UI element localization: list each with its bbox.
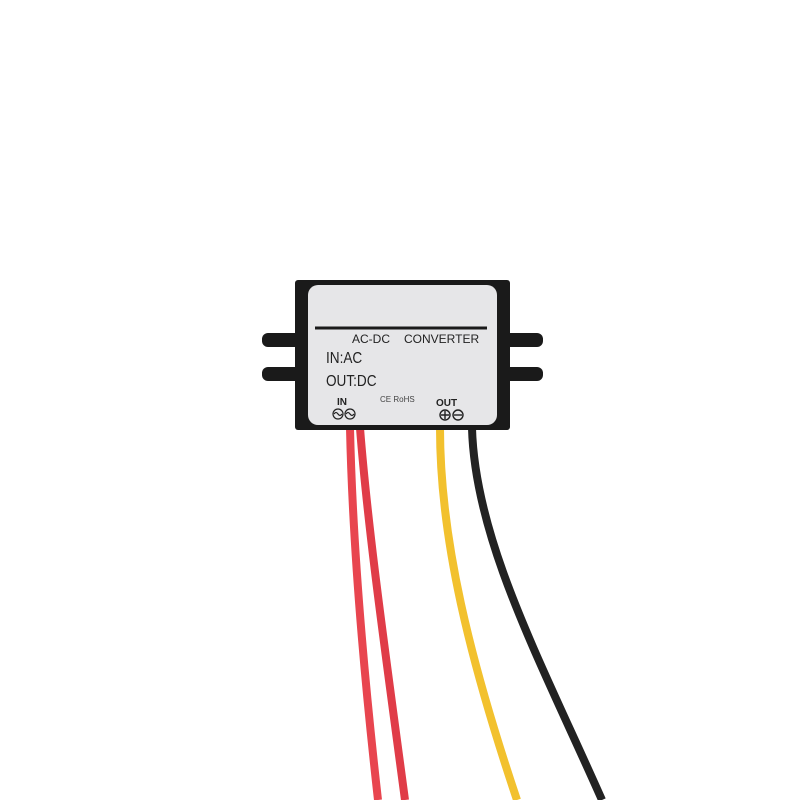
minus-icon [452,409,464,421]
label-title-right: CONVERTER [404,332,479,346]
input-line: IN:AC [326,350,362,367]
ac-wave-icon [344,408,356,420]
ac-wave-icon [332,408,344,420]
wires [346,427,606,802]
plus-icon [439,409,451,421]
red-wire-2 [356,427,409,801]
mounting-tabs [262,333,543,381]
red-wire-1 [346,427,382,801]
yellow-wire [436,427,521,802]
certifications: CE RoHS [380,395,415,404]
output-line: OUT:DC [326,373,377,390]
label-sticker [308,285,497,425]
out-label: OUT [436,398,457,409]
in-label: IN [337,397,347,408]
black-wire [468,427,606,802]
label-title-left: AC-DC [352,332,390,346]
